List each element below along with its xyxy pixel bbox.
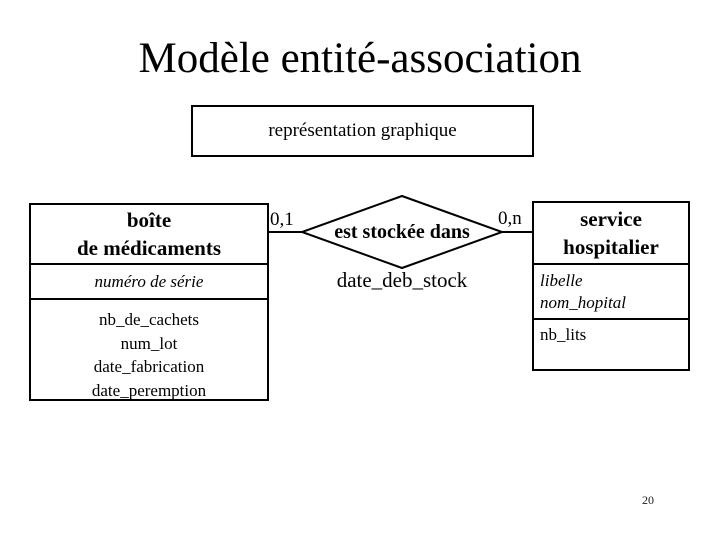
entity-medicine-box-identifier: numéro de série [31,265,267,300]
cardinality-left: 0,1 [270,209,294,230]
attribute-label: num_lot [120,333,178,353]
entity-name-line: boîte [126,208,172,232]
cardinality-right: 0,n [498,208,522,229]
entity-name-line: service [580,207,642,231]
entity-hospital-service-attributes: nb_lits [534,320,688,346]
entity-medicine-box-attributes: nb_de_cachets num_lot date_fabrication d… [31,300,267,402]
identifier-label: nom_hopital [540,293,626,312]
attribute-label: nb_lits [540,325,587,344]
entity-hospital-service-identifiers: libelle nom_hopital [534,265,688,320]
entity-hospital-service: service hospitalier libelle nom_hopital … [532,201,690,371]
slide-title: Modèle entité-association [138,35,582,82]
entity-name-line: hospitalier [563,235,659,259]
subtitle-label: représentation graphique [268,120,457,141]
attribute-label: date_peremption [91,380,207,400]
relationship-diamond [299,194,505,270]
identifier-label: numéro de série [94,271,204,291]
relationship-name: est stockée dans [334,221,470,243]
identifier-label: libelle [540,271,583,290]
entity-name-line: de médicaments [76,236,222,260]
page-number: 20 [642,493,654,507]
subtitle-box: représentation graphique [191,105,534,157]
entity-medicine-box: boîte de médicaments numéro de série nb_… [29,203,269,401]
entity-medicine-box-name: boîte de médicaments [31,205,267,265]
entity-hospital-service-name: service hospitalier [534,203,688,265]
attribute-label: nb_de_cachets [98,310,200,329]
attribute-label: date_fabrication [93,357,205,376]
relationship-attribute: date_deb_stock [336,268,468,292]
